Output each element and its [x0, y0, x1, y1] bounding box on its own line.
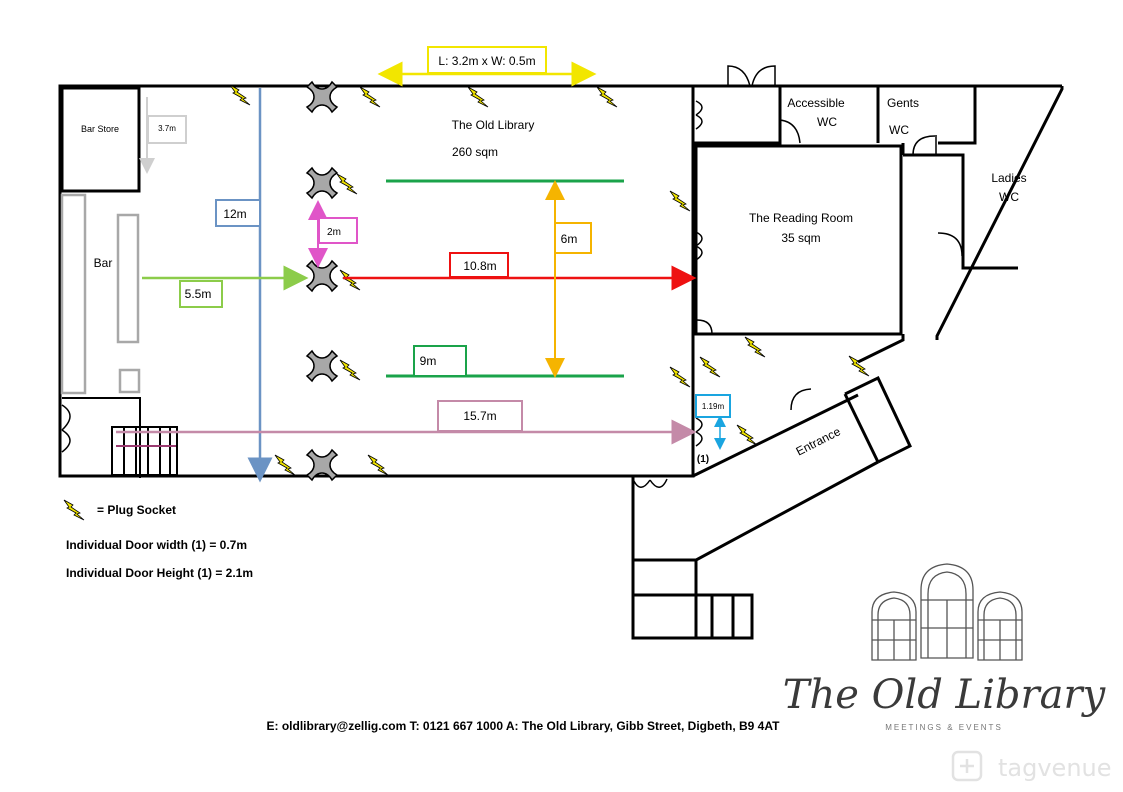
- bar-partition: [62, 397, 141, 478]
- dim-label-9m: 9m: [420, 354, 437, 368]
- brand-name: The Old Library: [783, 672, 1107, 718]
- legend-door-height: Individual Door Height (1) = 2.1m: [66, 566, 253, 580]
- dim-label-5.5m: 5.5m: [185, 287, 212, 301]
- watermark: tagvenue: [998, 754, 1112, 782]
- dim-label-2m: 2m: [327, 227, 341, 238]
- door-marker: (1): [697, 454, 709, 465]
- dim-label-6m: 6m: [561, 232, 578, 246]
- dim-boxes: [147, 46, 731, 432]
- room-reading-room-area: 35 sqm: [781, 231, 820, 245]
- dim-label-10.8m: 10.8m: [463, 259, 496, 273]
- room-bar: Bar: [94, 256, 113, 270]
- room-gents-wc: WC: [889, 123, 909, 137]
- room-accessible: Accessible: [787, 96, 845, 110]
- bar-fixtures: [60, 193, 141, 395]
- room-gents: Gents: [887, 96, 919, 110]
- dim-label-table: L: 3.2m x W: 0.5m: [438, 54, 535, 68]
- pillars: [306, 81, 338, 481]
- watermark-icon: [951, 750, 983, 782]
- dim-label-bar-store: 3.7m: [158, 124, 176, 133]
- stairs: [123, 427, 171, 475]
- brand-logo-icon: [871, 563, 1023, 661]
- footer-contact: E: oldlibrary@zellig.com T: 0121 667 100…: [267, 719, 781, 733]
- room-ladies-wc: WC: [999, 190, 1019, 204]
- walls: [58, 84, 1064, 640]
- room-old-library-area: 260 sqm: [452, 145, 498, 159]
- dim-label-12m: 12m: [223, 207, 246, 221]
- legend-plug-label: = Plug Socket: [97, 503, 176, 517]
- dim-label-1.19m: 1.19m: [702, 402, 725, 411]
- doors: [61, 65, 963, 488]
- room-accessible-wc: WC: [817, 115, 837, 129]
- legend-door-width: Individual Door width (1) = 0.7m: [66, 538, 247, 552]
- brand-tagline: MEETINGS & EVENTS: [885, 723, 1003, 732]
- room-old-library: The Old Library: [452, 118, 535, 132]
- room-bar-store: Bar Store: [81, 124, 119, 134]
- room-reading-room: The Reading Room: [749, 211, 853, 225]
- room-ladies: Ladies: [991, 171, 1026, 185]
- dim-label-15.7m: 15.7m: [463, 409, 496, 423]
- room-entrance: Entrance: [794, 424, 843, 458]
